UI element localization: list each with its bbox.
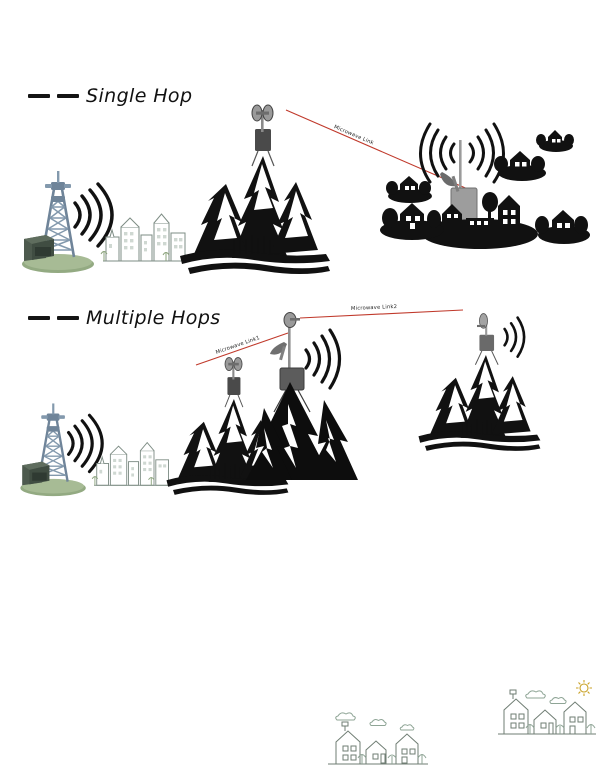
city-skyline [91,441,172,486]
legend-single-hop: Single Hop [28,85,192,107]
city-skyline [100,213,188,262]
node-mountain-relay [172,98,332,278]
section-single-hop: Single Hop Microwave Link [0,0,600,290]
node-city-tower-source-2 [14,398,174,498]
mountain-ridge-highlights [262,404,336,468]
cloud-icon [335,712,415,731]
legend-dash-icon [28,94,50,98]
node-city-tower-source [18,165,188,275]
link-layer-multi [195,309,464,366]
legend-multiple-hops: Multiple Hops [28,307,221,329]
mountain-outline [180,156,330,274]
microwave-link2-line [299,309,464,319]
node-mountain-hop-2 [412,296,542,466]
mountain-snow [214,164,308,240]
cell-tower-icon [40,171,76,258]
legend-dash-icon [57,94,79,98]
cloud-icon [525,690,567,704]
house-cluster [494,151,546,181]
broadcast-waves-icon [503,316,526,358]
microwave-antenna-icon [251,104,275,167]
village-lineart [498,689,596,735]
mountain-outline [418,355,541,451]
node-village-middle [322,708,432,770]
house-cluster [535,210,590,244]
radio-waves-icon [73,182,114,248]
legend-label-single-hop: Single Hop [86,85,193,107]
equipment-shed [24,235,54,261]
microwave-link1-line [195,332,289,366]
node-village-receiver [370,118,600,253]
legend-dash-icon [57,316,79,320]
microwave-antenna-icon [224,357,244,408]
node-mountain-relay-black [240,308,380,493]
legend-dash-icon [28,316,50,320]
section-multiple-hops: Multiple Hops Microwave Link1 Microwave … [0,290,600,765]
legend-label-multiple-hops: Multiple Hops [86,307,221,329]
mountain-snow [446,361,523,424]
equipment-shed [22,461,50,486]
sun-icon [576,680,592,696]
cell-tower-icon [37,403,69,482]
house-cluster [380,203,444,240]
broadcast-waves-icon [419,122,505,184]
broadcast-waves-icon [304,328,341,390]
radio-waves-icon [66,413,104,474]
node-village-right [496,678,600,748]
microwave-antenna-icon [474,313,499,365]
